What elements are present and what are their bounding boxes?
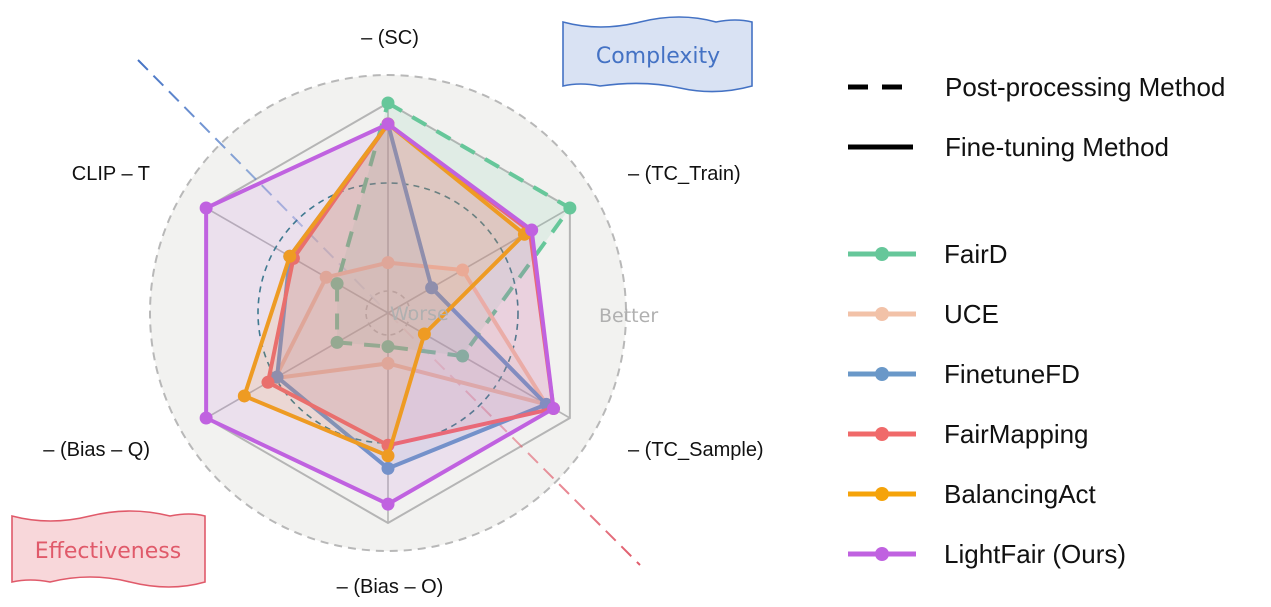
legend-item-fairmapping: FairMapping (848, 419, 1089, 449)
effectiveness-label: Effectiveness (35, 539, 181, 564)
legend-swatch-marker-faird (875, 247, 889, 261)
point-balancingact-4 (237, 389, 251, 403)
worse-label: Worse (390, 303, 449, 325)
axis-label-bias-o: – (Bias – O) (337, 576, 444, 598)
point-lightfair-ours-5 (199, 201, 213, 215)
legend-item-fine-tuning: Fine-tuning Method (848, 132, 1169, 162)
series-balancingact (237, 117, 531, 463)
point-lightfair-ours-1 (525, 223, 539, 237)
legend-label-fairmapping: FairMapping (944, 419, 1089, 449)
legend-item-post-processing: Post-processing Method (848, 72, 1225, 102)
point-lightfair-ours-3 (381, 497, 395, 511)
point-balancingact-5 (283, 249, 297, 263)
legend-label-fine-tuning: Fine-tuning Method (945, 132, 1169, 162)
legend-label-post-processing: Post-processing Method (945, 72, 1225, 102)
point-balancingact-2 (417, 327, 431, 341)
better-label: Better (599, 305, 658, 327)
legend-item-balancingact: BalancingAct (848, 479, 1097, 509)
point-balancingact-3 (381, 449, 395, 463)
legend-swatch-marker-uce (875, 307, 889, 321)
point-uce-1 (456, 263, 470, 277)
point-uce-5 (319, 270, 333, 284)
complexity-label: Complexity (596, 44, 720, 69)
legend-label-lightfair-ours: LightFair (Ours) (944, 539, 1126, 569)
complexity-banner: Complexity (562, 16, 753, 93)
point-faird-0 (381, 96, 395, 110)
legend-swatch-marker-fairmapping (875, 427, 889, 441)
point-lightfair-ours-2 (546, 402, 560, 416)
point-finetunefd-3 (381, 461, 395, 475)
point-finetunefd-1 (425, 281, 439, 295)
point-lightfair-ours-4 (199, 411, 213, 425)
effectiveness-banner: Effectiveness (11, 510, 206, 588)
legend-label-finetunefd: FinetuneFD (944, 359, 1080, 389)
effectiveness-direction-line (387, 312, 641, 566)
legend-item-uce: UCE (848, 299, 999, 329)
point-uce-3 (381, 356, 395, 370)
legend-item-lightfair-ours: LightFair (Ours) (848, 539, 1126, 569)
point-lightfair-ours-0 (381, 117, 395, 131)
series-lightfair-ours (199, 117, 560, 511)
point-faird-1 (563, 201, 577, 215)
series-layer (199, 96, 577, 511)
point-fairmapping-4 (261, 375, 275, 389)
spoke-1 (387, 207, 571, 314)
axis-label-bias-q: – (Bias – Q) (43, 439, 150, 461)
legend-swatch-marker-balancingact (875, 487, 889, 501)
legend-swatch-marker-finetunefd (875, 367, 889, 381)
axis-label-sc: – (SC) (361, 27, 419, 49)
axis-label-clip-t: CLIP – T (72, 163, 150, 185)
point-faird-2 (456, 349, 470, 363)
mid-ring (257, 182, 519, 444)
point-uce-0 (381, 256, 395, 270)
legend-label-balancingact: BalancingAct (944, 479, 1097, 509)
legend: Post-processing Method Fine-tuning Metho… (848, 72, 1225, 569)
series-faird (330, 96, 577, 363)
legend-swatch-marker-lightfair-ours (875, 547, 889, 561)
axis-label-tc-sample: – (TC_Sample) (628, 439, 764, 461)
spoke-2 (387, 312, 571, 419)
point-faird-3 (381, 340, 395, 354)
axis-label-tc-train: – (TC_Train) (628, 163, 741, 185)
point-faird-5 (330, 277, 344, 291)
legend-item-faird: FairD (848, 239, 1008, 269)
center-ring (365, 290, 411, 336)
point-faird-4 (330, 335, 344, 349)
legend-label-faird: FairD (944, 239, 1008, 269)
spoke-4 (205, 312, 389, 419)
legend-label-uce: UCE (944, 299, 999, 329)
legend-item-finetunefd: FinetuneFD (848, 359, 1080, 389)
